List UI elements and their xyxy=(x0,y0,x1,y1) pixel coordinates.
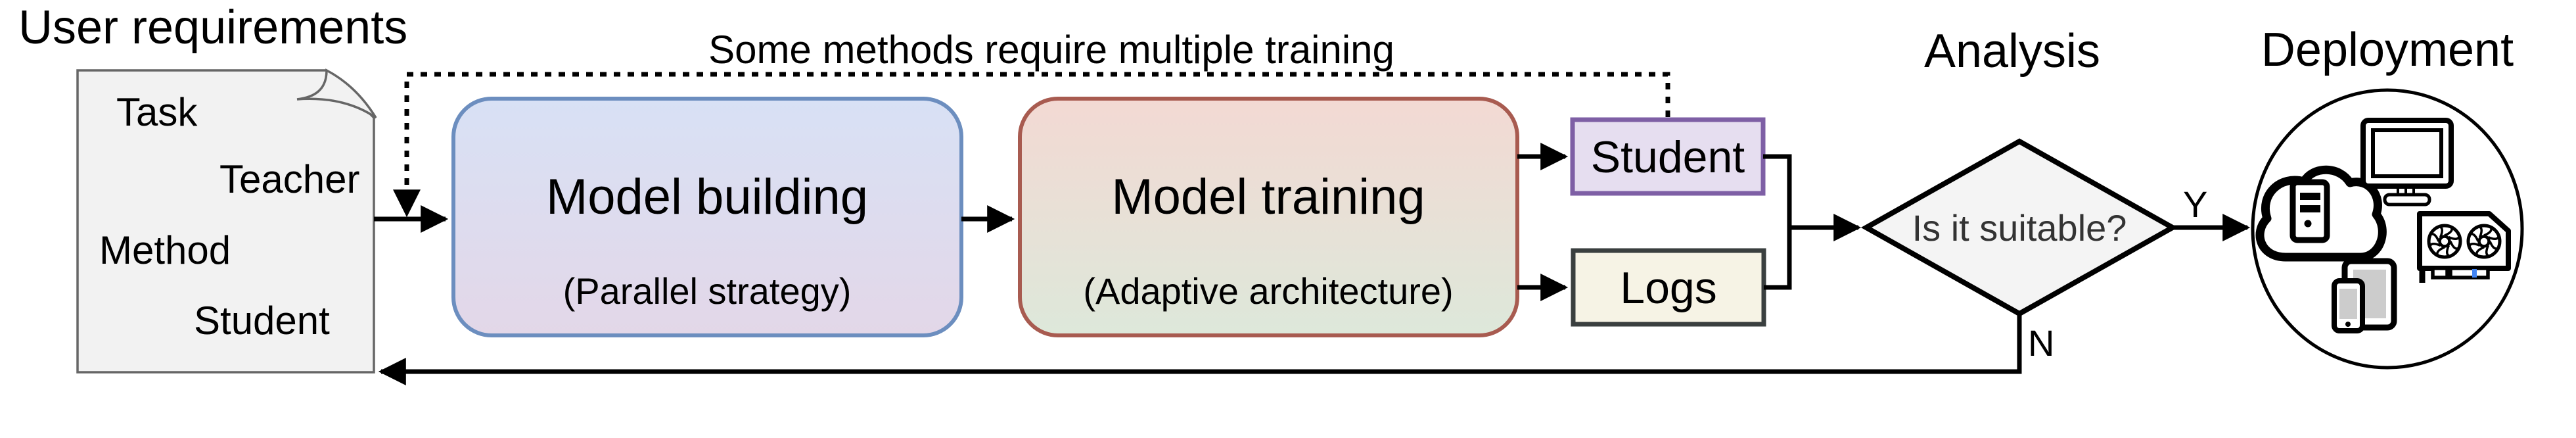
student-box-label: Student xyxy=(1591,132,1745,182)
deployment-heading: Deployment xyxy=(2261,24,2514,76)
page-title: User requirements xyxy=(18,1,407,54)
model-building-node: Model building (Parallel strategy) xyxy=(451,97,963,337)
analysis-heading: Analysis xyxy=(1924,25,2100,78)
student-output-node: Student xyxy=(1570,117,1766,196)
monitor-icon xyxy=(2360,118,2454,207)
doc-item-method: Method xyxy=(99,228,231,272)
model-building-title: Model building xyxy=(546,169,868,225)
doc-item-student: Student xyxy=(194,299,330,343)
model-training-node: Model training (Adaptive architecture) xyxy=(1018,97,1519,337)
decision-question: Is it suitable? xyxy=(1912,207,2127,249)
decision-yes-label: Y xyxy=(2183,183,2207,225)
user-requirements-document: Task Teacher Method Student xyxy=(76,68,377,374)
gpu-pin-highlight xyxy=(2472,269,2477,278)
suitability-decision-node: Is it suitable? xyxy=(1860,138,2178,317)
model-training-subtitle: (Adaptive architecture) xyxy=(1083,270,1453,312)
gpu-card-icon xyxy=(2417,211,2511,283)
model-training-title: Model training xyxy=(1111,169,1425,225)
decision-no-label: N xyxy=(2028,322,2054,364)
deployment-node xyxy=(2251,88,2524,370)
deployment-ellipse xyxy=(2251,88,2524,370)
document-fold-corner xyxy=(296,68,377,119)
model-training-box xyxy=(1018,97,1519,337)
document-shape xyxy=(76,69,375,374)
doc-item-teacher: Teacher xyxy=(219,157,359,201)
logs-box-label: Logs xyxy=(1620,263,1716,313)
cloud-server-icon xyxy=(2255,165,2387,262)
model-building-subtitle: (Parallel strategy) xyxy=(563,270,852,312)
logs-output-node: Logs xyxy=(1571,248,1766,327)
student-box xyxy=(1570,117,1766,196)
feedback-note-label: Some methods require multiple training xyxy=(708,28,1394,72)
connector-merge-bar xyxy=(1763,154,1792,290)
doc-item-task: Task xyxy=(116,90,198,134)
tablet-phone-icon xyxy=(2332,258,2397,333)
feedback-return-connector xyxy=(378,314,2022,385)
